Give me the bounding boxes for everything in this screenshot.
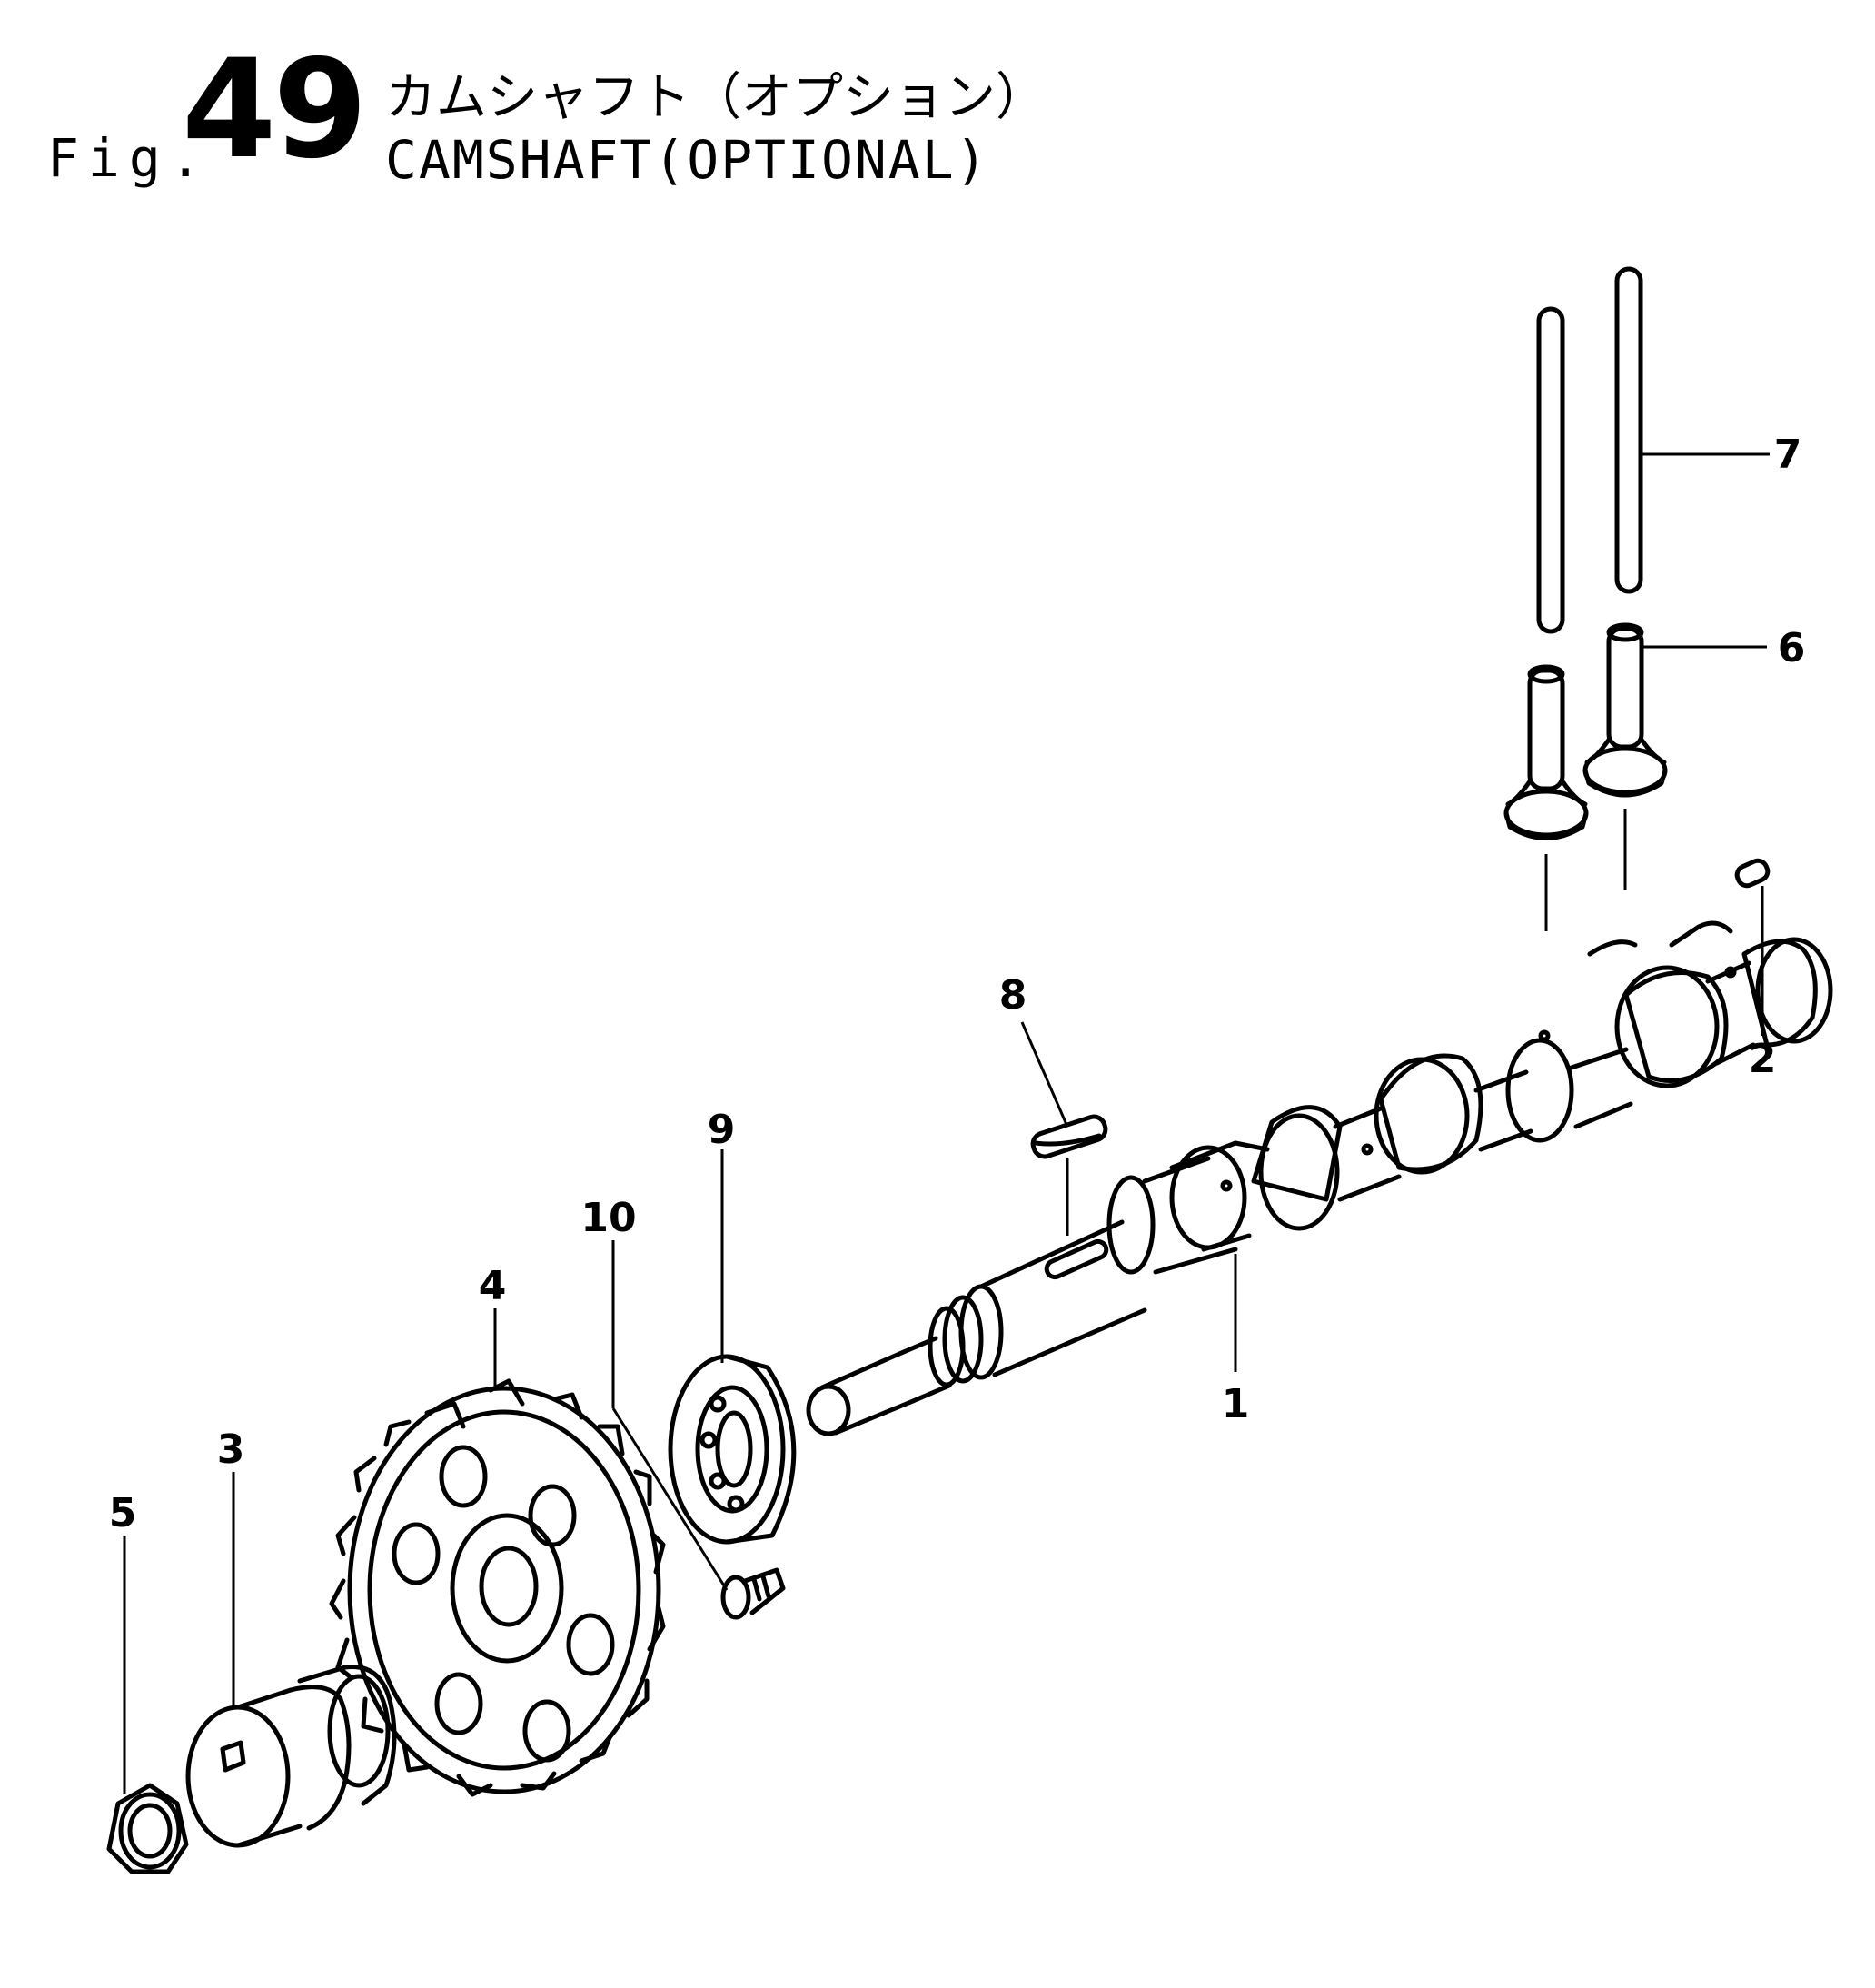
callout-6: 6 xyxy=(1778,625,1806,671)
figure-title-japanese: カムシャフト（オプション） xyxy=(385,68,1047,127)
figure-title-english: CAMSHAFT(OPTIONAL) xyxy=(385,129,989,191)
push-rods xyxy=(1536,266,1643,634)
ball-bearing xyxy=(668,1354,797,1545)
callout-7: 7 xyxy=(1774,432,1802,478)
figure-header: Fig. 49 カムシャフト（オプション） CAMSHAFT(OPTIONAL) xyxy=(0,0,1090,200)
pin xyxy=(1734,858,1771,889)
hub-collar xyxy=(185,1665,397,1848)
screw xyxy=(720,1567,786,1620)
callout-3: 3 xyxy=(217,1426,245,1473)
callout-9: 9 xyxy=(708,1107,736,1153)
callout-2: 2 xyxy=(1749,1036,1777,1082)
nut xyxy=(106,1783,189,1874)
callout-5: 5 xyxy=(109,1490,137,1536)
tappets xyxy=(1503,622,1668,840)
camshaft xyxy=(806,920,1833,1436)
figure-number: 49 xyxy=(182,31,368,189)
gear xyxy=(329,1378,666,1797)
callout-labels: 1 2 3 4 5 6 7 8 9 10 xyxy=(109,432,1806,1536)
callout-10: 10 xyxy=(580,1195,636,1241)
callout-1: 1 xyxy=(1222,1381,1250,1427)
figure-prefix: Fig. xyxy=(47,127,211,189)
key xyxy=(1030,1114,1108,1159)
callout-8: 8 xyxy=(999,972,1027,1019)
leader-lines xyxy=(123,452,1770,1794)
callout-4: 4 xyxy=(479,1263,507,1309)
